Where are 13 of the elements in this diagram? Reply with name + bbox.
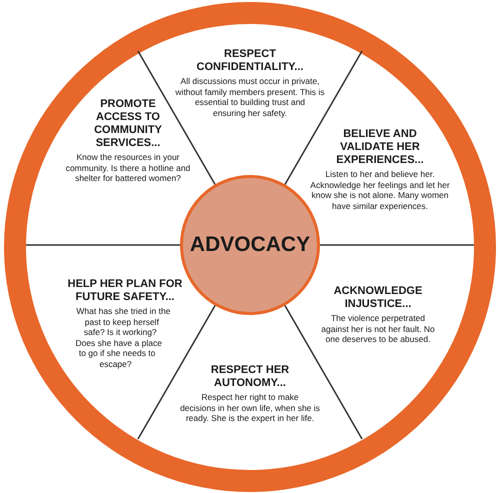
segment-heading: BELIEVE AND VALIDATE HER EXPERIENCES... [335,128,425,167]
segment-heading: PROMOTE ACCESS TO COMMUNITY SERVICES... [93,98,163,150]
segment-text: Listen to her and believe her. Acknowledge her feelings and let her know she is not alone. Many women have similar experiences. [309,169,451,211]
segment-heading: ACKNOWLEDGE INJUSTICE... [332,285,424,311]
segment-text: All discussions must occur in private, without family members present. This is essential to building trust and ensuring her safety. [174,76,326,118]
segment-heading: HELP HER PLAN FOR FUTURE SAFETY... [66,278,184,304]
segment-text: The violence perpetrated against her is not her fault. No one deserves to be abused. [320,313,436,344]
segment-text: What has she tried in the past to keep herself safe? Is it working? Does she have a place to go if she needs to escape? [75,306,172,369]
segment-text: Know the resources in your community. Is there a hotline and shelter for battered women? [64,152,192,184]
segment-heading: RESPECT HER AUTONOMY... [210,364,290,390]
segment-heading: RESPECT CONFIDENTIALITY... [196,48,304,74]
segment-text: Respect her right to make decisions in her own life, when she is ready. She is the expert in her life. [179,392,321,424]
hub-title: ADVOCACY [190,233,310,257]
